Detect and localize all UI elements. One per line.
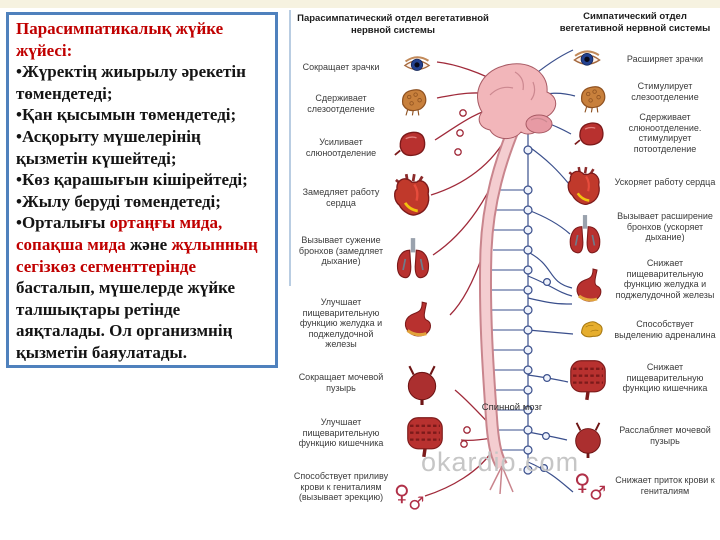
bullet-item: •Қан қысымын төмендетеді; (16, 105, 237, 125)
organ-effect-label: Сдерживает слезоотделение (307, 93, 375, 114)
divider-line (289, 10, 291, 286)
organ-effect-label: Улучшает пищеварительную функцию кишечни… (298, 417, 384, 449)
organ-effect-label: Замедляет работу сердца (302, 187, 380, 208)
organ-effect-label: Сдерживает слюноотделение. стимулирует п… (628, 112, 702, 154)
adrenal-gland-icon (575, 316, 609, 344)
bullet-item: •Жылу беруді төмендетеді; (16, 191, 221, 211)
organ-effect-label: Стимулирует слезоотделение (631, 81, 699, 102)
parasympathetic-header: Парасимпатический отдел вегетативной нер… (297, 13, 489, 36)
bullet-highlight: жұлынның сегізкөз сегменттерінде (16, 234, 258, 276)
bladder-icon (401, 360, 443, 408)
bullet-item-mixed: •Орталығы ортаңғы мида, сопақша мида жән… (16, 212, 268, 363)
slide-top-strip (0, 0, 720, 8)
organ-effect-label: Способствует приливу крови к гениталиям … (293, 471, 389, 503)
spinal-cord-label: Спинной мозг (481, 402, 543, 413)
tear-gland-icon (397, 85, 431, 117)
organ-effect-label: Снижает приток крови к гениталиям (615, 475, 715, 496)
eye-icon (567, 46, 607, 74)
genitals-icon (393, 478, 429, 514)
eye-icon (398, 52, 436, 79)
bullet-text: басталып, мүшелерде жүйке талшықтары рет… (16, 278, 236, 362)
bullet-item: •Көз қарашығын кішірейтеді; (16, 170, 248, 190)
salivary-gland-icon (573, 118, 609, 152)
stomach-icon (569, 260, 609, 312)
watermark: okardio.com (421, 447, 580, 477)
organ-effect-label: Сокращает зрачки (302, 62, 380, 72)
lungs-icon (391, 233, 435, 285)
organ-effect-label: Вызывает сужение бронхов (замедляет дыха… (298, 235, 384, 267)
organ-effect-label: Усиливает слюноотделение (305, 137, 377, 158)
info-textbox: Парасимпатикалық жүйке жүйесі: •Жүректің… (6, 12, 278, 368)
organ-effect-label: Снижает пищеварительную функцию кишечник… (622, 362, 708, 394)
organ-effect-label: Расширяет зрачки (626, 54, 704, 64)
bullet-item: •Жүректің жиырылу әрекетін төмендетеді; (16, 62, 246, 103)
spinal-cord-illustration (478, 125, 521, 495)
organ-effect-label: Улучшает пищеварительную функцию желудка… (299, 297, 383, 350)
bullet-highlight: ортаңғы мида, сопақша мида (16, 213, 223, 254)
brain-illustration (477, 63, 557, 139)
heart-icon (563, 163, 605, 211)
bullet-text: және (125, 234, 172, 254)
bullet-text: •Орталығы (16, 213, 110, 233)
organ-effect-label: Снижает пищеварительную функцию желудка … (615, 258, 715, 300)
heart-icon (389, 170, 435, 222)
organ-effect-label: Вызывает расширение бронхов (ускоряет ды… (617, 211, 713, 243)
bullet-item: •Асқорыту мүшелерінің қызметін күшейтеді… (16, 126, 201, 168)
organ-effect-label: Ускоряет работу сердца (614, 177, 716, 187)
lungs-icon (564, 211, 606, 259)
autonomic-diagram-artwork: ♀ ♂ (424, 49, 576, 497)
organ-effect-label: Сокращает мочевой пузырь (298, 372, 384, 393)
tear-gland-icon (576, 82, 610, 114)
sympathetic-header: Симпатический отдел вегетативной нервной… (559, 11, 711, 34)
organ-effect-label: Способствует выделению адреналина (614, 319, 716, 340)
organ-effect-label: Расслабляет мочевой пузырь (619, 425, 711, 446)
intestine-icon (565, 350, 611, 406)
salivary-gland-icon (392, 127, 432, 163)
textbox-title: Парасимпатикалық жүйке жүйесі: (16, 19, 224, 60)
stomach-icon (397, 293, 439, 347)
